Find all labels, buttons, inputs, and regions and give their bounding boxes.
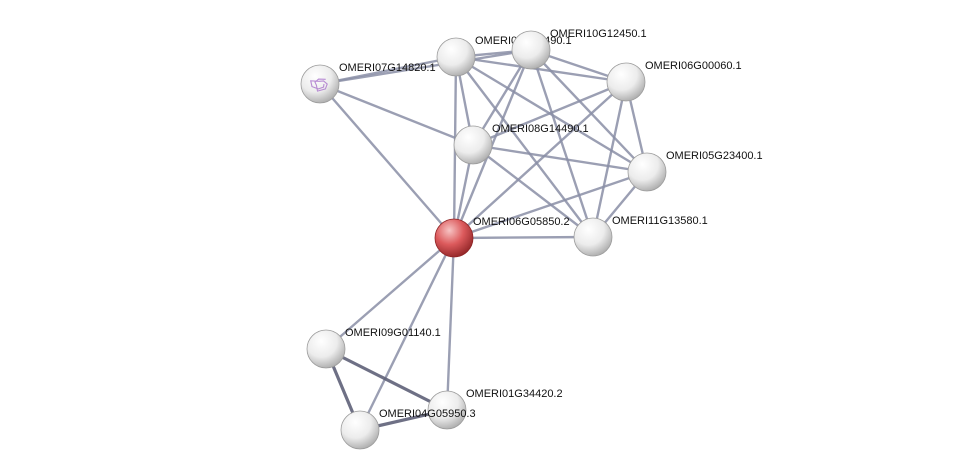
protein-node[interactable]	[436, 37, 476, 77]
node-06g05850[interactable]: OMERI06G05850.2	[434, 216, 570, 258]
edge-10G12450-05G23400[interactable]	[529, 48, 649, 174]
node-09g01140[interactable]: OMERI09G01140.1	[306, 327, 441, 369]
node-10g12450[interactable]: OMERI10G12450.1	[511, 28, 647, 70]
edge-06G05850-01G34420[interactable]	[445, 236, 456, 412]
node-label: OMERI08G14490.1	[492, 123, 589, 135]
node-04g05950[interactable]: OMERI04G05950.3	[340, 408, 476, 450]
edge-06G05850-06G00060[interactable]	[452, 80, 628, 240]
node-07g14820[interactable]: OMERI07G14820.1	[300, 62, 436, 104]
edge-06G05850-09G01140[interactable]	[324, 236, 456, 351]
edge-06G05850-07G14820[interactable]	[318, 82, 456, 240]
node-label: OMERI05G23400.1	[666, 150, 763, 162]
protein-node[interactable]	[453, 125, 493, 165]
edge-08G14490-05G23400[interactable]	[471, 143, 649, 174]
node-05g23400[interactable]: OMERI05G23400.1	[627, 150, 763, 192]
edge-09G01140-01G34420[interactable]	[324, 347, 449, 412]
protein-node[interactable]	[300, 64, 340, 104]
node-label: OMERI10G12450.1	[550, 28, 647, 40]
nodes-layer: OMERI06G05850.2 OMERI08G14490.1 OMERI07G14…	[300, 28, 763, 450]
protein-node[interactable]	[511, 30, 551, 70]
edge-06G05850-10G12450[interactable]	[452, 48, 533, 240]
node-label: OMERI09G01140.1	[345, 327, 441, 339]
node-label: OMERI06G05850.2	[473, 216, 570, 228]
edge-08G13490-11G13580[interactable]	[454, 55, 595, 239]
edge-07G14820-10G12450[interactable]	[318, 48, 533, 86]
node-label: OMERI04G05950.3	[379, 408, 476, 420]
node-label: OMERI01G34420.2	[466, 388, 563, 400]
node-01g34420[interactable]: OMERI01G34420.2	[427, 388, 563, 430]
protein-node[interactable]	[606, 62, 646, 102]
edge-06G00060-11G13580[interactable]	[591, 80, 628, 239]
node-11g13580[interactable]: OMERI11G13580.1	[573, 215, 708, 257]
protein-node[interactable]	[627, 152, 667, 192]
query-protein-node[interactable]	[434, 218, 474, 258]
edge-06G05850-04G05950[interactable]	[358, 236, 456, 432]
node-08g14490[interactable]: OMERI08G14490.1	[453, 123, 589, 165]
protein-node[interactable]	[573, 217, 613, 257]
protein-node[interactable]	[306, 329, 346, 369]
node-label: OMERI07G14820.1	[339, 62, 436, 74]
edge-08G13490-06G00060[interactable]	[454, 55, 628, 84]
protein-structure-icon	[310, 78, 328, 92]
protein-node[interactable]	[340, 410, 380, 450]
node-label: OMERI06G00060.1	[645, 60, 742, 72]
node-06g00060[interactable]: OMERI06G00060.1	[606, 60, 742, 102]
node-label: OMERI11G13580.1	[612, 215, 708, 227]
edge-10G12450-11G13580[interactable]	[529, 48, 595, 239]
edge-06G00060-08G14490[interactable]	[471, 80, 628, 147]
edge-07G14820-08G14490[interactable]	[318, 82, 475, 147]
edge-06G05850-11G13580[interactable]	[452, 235, 595, 240]
edge-08G14490-11G13580[interactable]	[471, 143, 595, 239]
protein-node[interactable]	[427, 390, 467, 430]
